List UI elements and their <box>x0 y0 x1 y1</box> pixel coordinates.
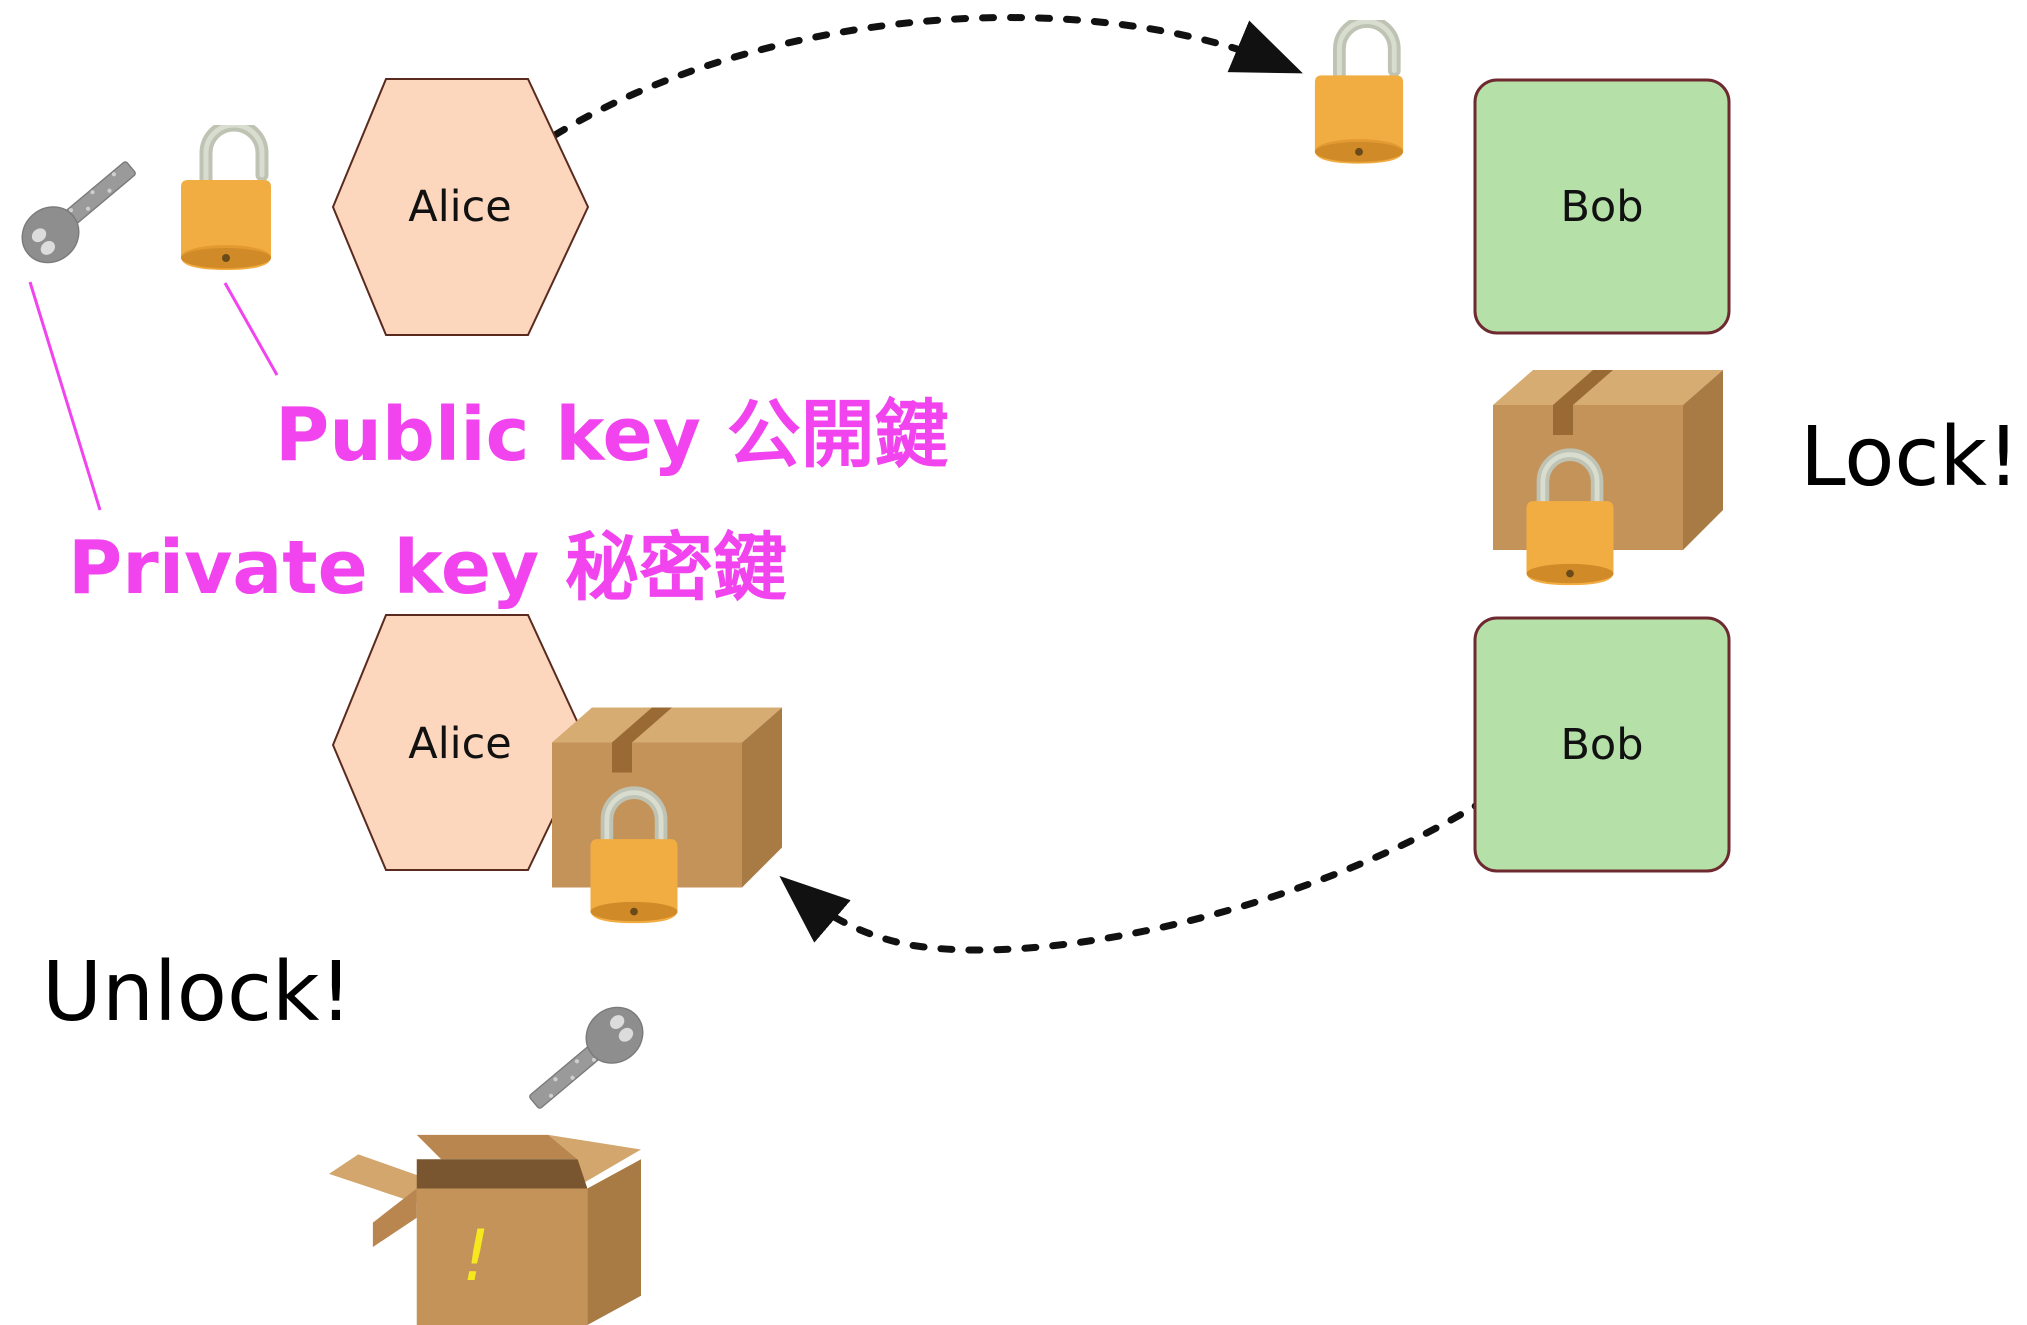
unlock-label: Unlock! <box>42 945 353 1040</box>
lock-label: Lock! <box>1800 410 2020 505</box>
key-icon <box>10 146 149 275</box>
bob-node-top <box>1473 78 1731 335</box>
public-key-label: Public key 公開鍵 <box>275 392 949 478</box>
send-locked-box-arrow <box>779 781 1512 954</box>
bob-label-bottom: Bob <box>1560 720 1644 770</box>
send-public-key-arrow <box>551 14 1303 139</box>
private-key-callout-line <box>28 281 102 511</box>
unlock-key-icon <box>516 995 655 1124</box>
alice-label-bottom: Alice <box>408 719 512 769</box>
locked-box-icon <box>1493 370 1723 585</box>
sent-open-padlock-icon <box>1315 22 1403 164</box>
open-padlock-icon <box>181 125 271 270</box>
private-key-label: Private key 秘密鍵 <box>68 525 788 611</box>
alice-label-top: Alice <box>408 182 512 232</box>
bob-node-bottom <box>1473 616 1731 873</box>
public-key-callout-line <box>223 282 279 376</box>
bob-label-top: Bob <box>1560 182 1644 232</box>
surprise-mark: ! <box>462 1215 491 1297</box>
alice-node-top <box>331 78 590 336</box>
